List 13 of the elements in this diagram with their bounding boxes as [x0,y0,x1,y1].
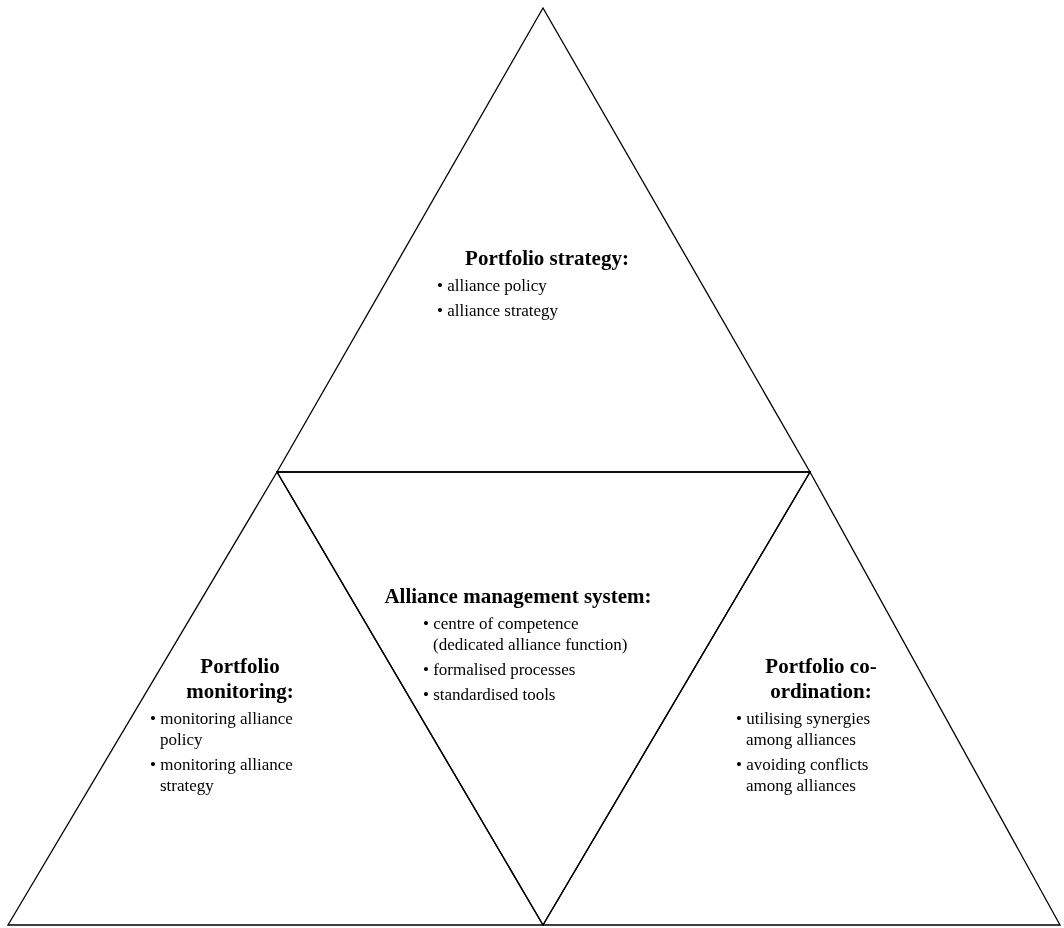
bullet-item: • monitoring alliance strategy [150,754,294,796]
section-heading: Alliance management system: [383,584,653,609]
section-heading: Portfolio co-ordination: [764,654,878,704]
bullet-item: • alliance strategy [437,300,560,321]
bullet-item: • utilising synergies among alliances [736,708,872,750]
bullet-item: • centre of competence (dedicated alliance function) [423,613,629,655]
bullet-item: • avoiding conflicts among alliances [736,754,870,796]
bullet-item: • monitoring alliance policy [150,708,294,750]
bullet-item: • alliance policy [437,275,548,296]
section-heading: Portfolio monitoring: [185,654,295,704]
section-heading: Portfolio strategy: [464,246,630,271]
bullet-item: • formalised processes [423,659,577,680]
bullet-item: • standardised tools [423,684,557,705]
